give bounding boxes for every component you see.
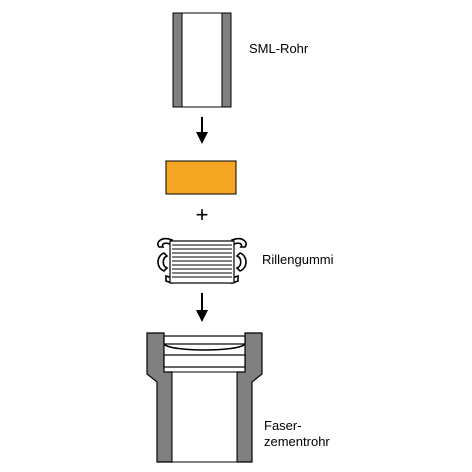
plus-sign: +	[196, 202, 209, 227]
seal-grooves	[172, 244, 232, 278]
fiber-pipe-bore	[171, 371, 238, 463]
fiber-pipe-right-wall	[236, 332, 263, 463]
ribbed-rubber-seal	[157, 237, 247, 285]
seal-body	[169, 240, 235, 284]
label-faser-line1: Faser-	[264, 418, 302, 433]
inserted-band	[163, 354, 246, 368]
sml-pipe-bore	[181, 12, 223, 108]
label-faserzementrohr: Faser- zementrohr	[264, 418, 330, 450]
label-rillengummi: Rillengummi	[262, 252, 334, 267]
adapter-ring	[165, 160, 237, 195]
fiber-cement-pipe	[146, 332, 263, 463]
sml-pipe-right-wall	[221, 12, 232, 108]
fiber-pipe-left-wall	[146, 332, 173, 463]
sml-pipe-left-wall	[172, 12, 183, 108]
sml-pipe	[172, 12, 232, 108]
inserted-seal	[163, 335, 246, 351]
label-sml-rohr: SML-Rohr	[249, 41, 309, 56]
arrow-down-icon	[196, 117, 208, 144]
label-faser-line2: zementrohr	[264, 434, 330, 449]
arrow-down-icon	[196, 293, 208, 322]
